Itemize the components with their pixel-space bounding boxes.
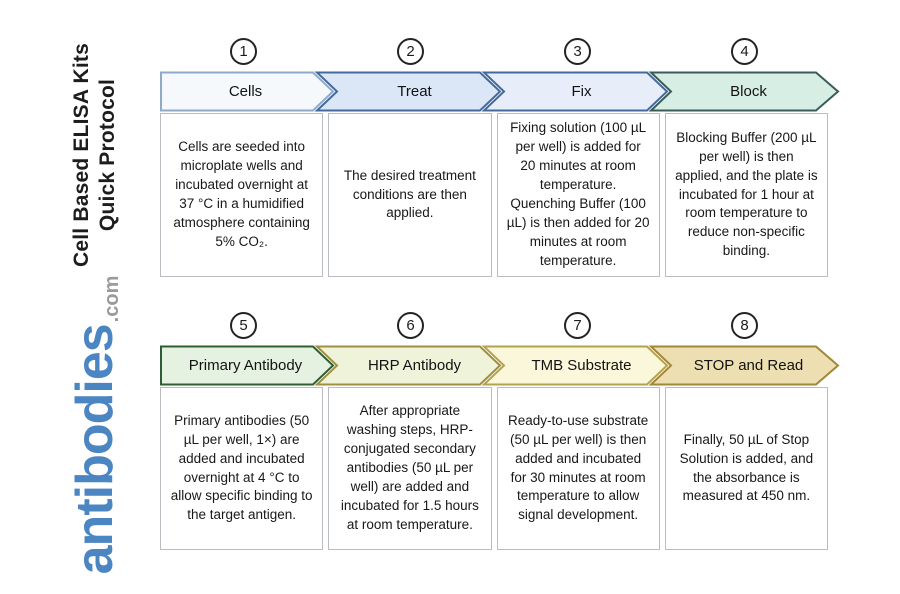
page-title-line2: Quick Protocol	[96, 78, 119, 232]
arrow-banner-svg	[160, 345, 840, 386]
description-row-2: Primary antibodies (50 µL per well, 1×) …	[160, 387, 828, 550]
step-arrow-shape	[481, 71, 669, 112]
step-arrow-shape	[648, 71, 840, 112]
badge-row-1: 1 2 3 4	[160, 38, 850, 65]
step-number-badge: 5	[230, 312, 257, 339]
step-arrow-shape	[648, 345, 840, 386]
step-description: Finally, 50 µL of Stop Solution is added…	[664, 387, 828, 550]
step-number-badge: 8	[731, 312, 758, 339]
brand-logo-text: antibodies	[66, 324, 124, 575]
step-description: Ready-to-use substrate (50 µL per well) …	[496, 387, 660, 550]
step-arrow-shape	[160, 345, 335, 386]
step-number-badge: 6	[397, 312, 424, 339]
step-number-badge: 3	[564, 38, 591, 65]
step-number-badge: 7	[564, 312, 591, 339]
step-description: Cells are seeded into microplate wells a…	[160, 113, 324, 277]
brand-logo: antibodies.com	[65, 275, 155, 575]
arrow-row-1: Cells Treat Fix Block	[160, 71, 850, 112]
page-title-line1: Cell Based ELISA Kits	[70, 43, 93, 267]
step-description: The desired treatment conditions are the…	[328, 113, 492, 277]
page-title: Cell Based ELISA Kits Quick Protocol	[69, 35, 125, 275]
description-row-1: Cells are seeded into microplate wells a…	[160, 113, 828, 277]
step-number-badge: 2	[397, 38, 424, 65]
step-number-badge: 4	[731, 38, 758, 65]
protocol-flow: 1 2 3 4 Cells Treat Fix Block Cells are …	[160, 0, 860, 594]
badge-row-2: 5 6 7 8	[160, 312, 850, 339]
step-arrow-shape	[314, 345, 502, 386]
step-description: Primary antibodies (50 µL per well, 1×) …	[160, 387, 324, 550]
arrow-row-2: Primary Antibody HRP Antibody TMB Substr…	[160, 345, 850, 386]
step-description: Blocking Buffer (200 µL per well) is the…	[664, 113, 828, 277]
step-arrow-shape	[160, 71, 335, 112]
step-number-badge: 1	[230, 38, 257, 65]
flow-row-1: 1 2 3 4 Cells Treat Fix Block Cells are …	[160, 38, 850, 277]
arrow-banner-svg	[160, 71, 840, 112]
step-arrow-shape	[481, 345, 669, 386]
flow-row-2: 5 6 7 8 Primary Antibody HRP Antibody TM…	[160, 312, 850, 550]
step-description: After appropriate washing steps, HRP-con…	[328, 387, 492, 550]
step-arrow-shape	[314, 71, 502, 112]
brand-logo-suffix: .com	[101, 275, 123, 323]
step-description: Fixing solution (100 µL per well) is add…	[496, 113, 660, 277]
